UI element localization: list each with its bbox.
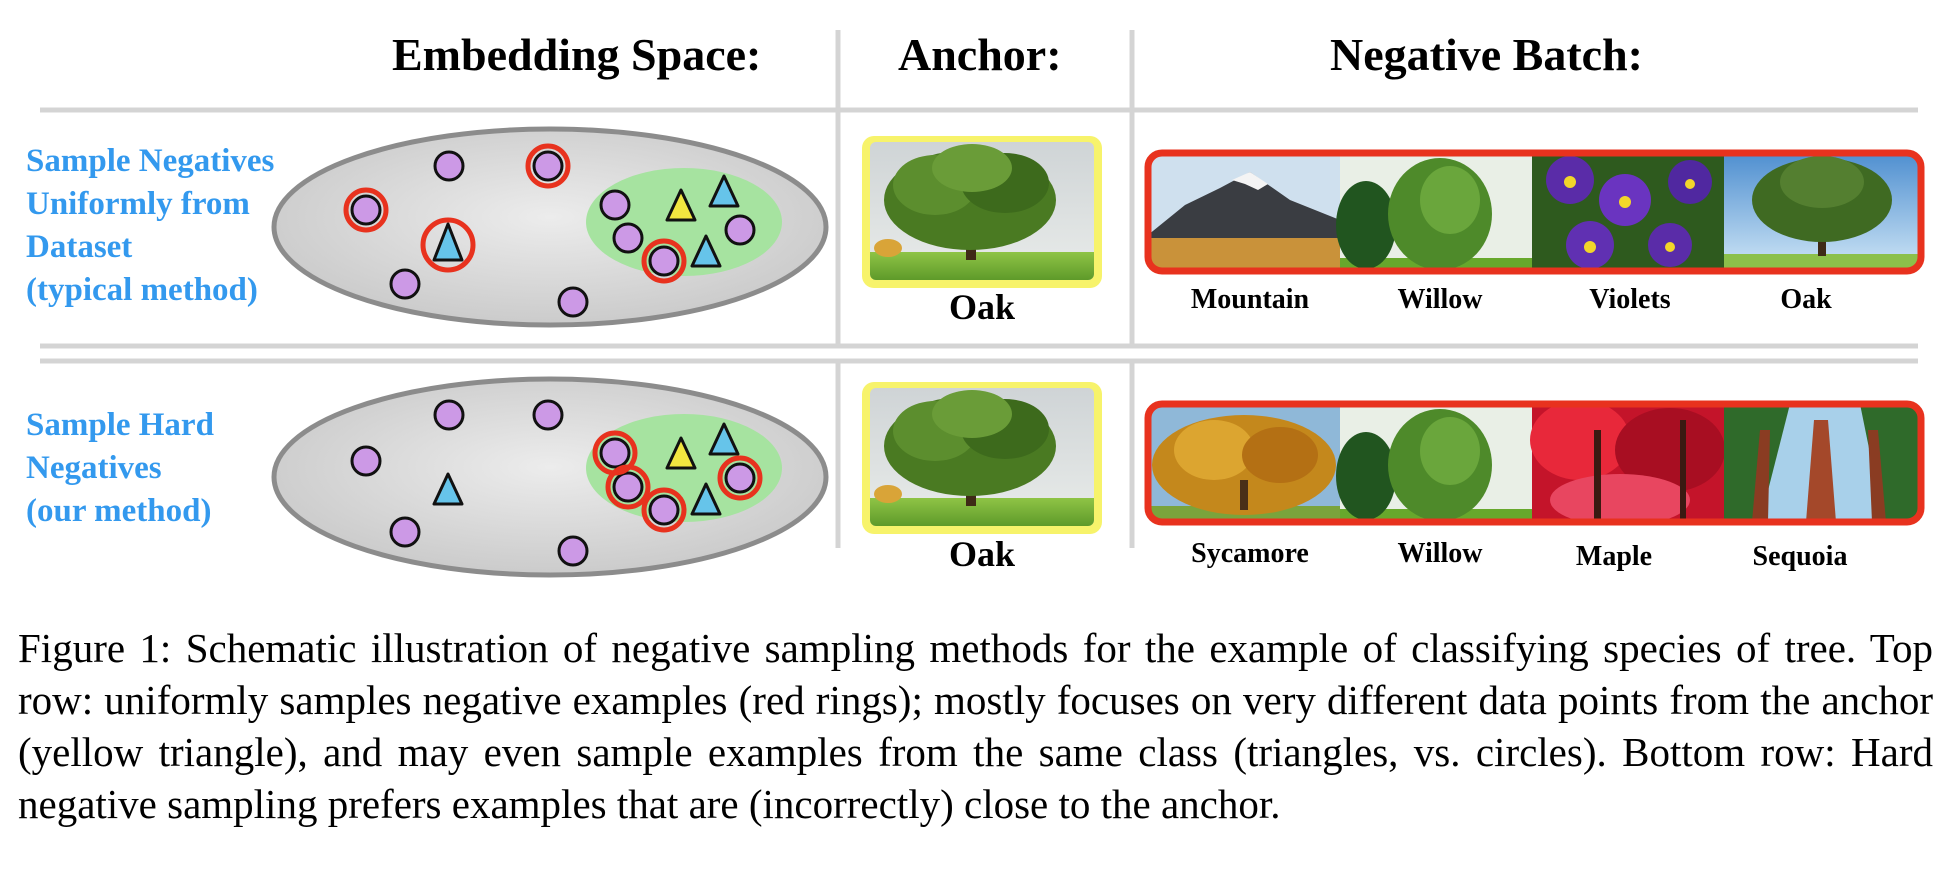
circle-points	[350, 150, 756, 318]
anchor-label-row1: Oak	[948, 287, 1016, 327]
negative-label: Maple	[1575, 541, 1653, 572]
anchor-triangle	[665, 188, 697, 222]
figure-caption: Figure 1: Schematic illustration of nega…	[18, 625, 1933, 827]
oak-tree-photo	[1724, 153, 1921, 271]
negative-label: Willow	[1397, 284, 1483, 315]
header-anchor: Anchor:	[898, 29, 1062, 80]
negative-rings	[343, 143, 687, 284]
triangle-points	[432, 174, 740, 268]
row-label-line: Sample Hard	[26, 407, 214, 443]
header-embedding-space: Embedding Space:	[392, 29, 762, 80]
row-label-line: (our method)	[26, 493, 212, 529]
anchor-image-row1	[862, 136, 1102, 288]
row-label-line: Sample Negatives	[26, 143, 275, 179]
negative-label: Mountain	[1190, 284, 1310, 315]
row-label-line: Negatives	[26, 450, 162, 486]
sequoia-forest-photo	[1724, 404, 1921, 522]
red-maple-photo	[1530, 404, 1725, 522]
willow-tree-photo	[1336, 153, 1532, 271]
negative-label: Oak	[1780, 284, 1832, 315]
row-label-uniform: Sample Negatives Uniformly from Dataset …	[26, 140, 274, 312]
row-label-line: Uniformly from	[26, 186, 250, 222]
row-label-line: Dataset	[26, 229, 133, 265]
negative-batch-row1	[1144, 149, 1925, 275]
negative-batch-row2	[1144, 400, 1925, 526]
sycamore-tree-photo	[1148, 404, 1340, 522]
willow-tree-photo	[1336, 404, 1532, 522]
row-label-line: (typical method)	[26, 272, 258, 308]
figure-graphic	[40, 30, 1925, 578]
violet-flowers-photo	[1532, 153, 1724, 271]
layout-dividers	[40, 30, 1918, 548]
negative-label: Sycamore	[1191, 538, 1309, 569]
row-label-hard: Sample Hard Negatives (our method)	[26, 404, 214, 533]
embedding-space-hard	[271, 376, 829, 578]
mountain-photo	[1148, 153, 1340, 271]
header-negative-batch: Negative Batch:	[1330, 29, 1643, 80]
negative-label: Violets	[1589, 284, 1671, 315]
embedding-space-uniform	[271, 126, 829, 328]
anchor-image-row2	[862, 382, 1102, 534]
anchor-label-row2: Oak	[948, 534, 1016, 574]
negative-label: Willow	[1397, 538, 1483, 569]
negative-label: Sequoia	[1752, 541, 1848, 572]
